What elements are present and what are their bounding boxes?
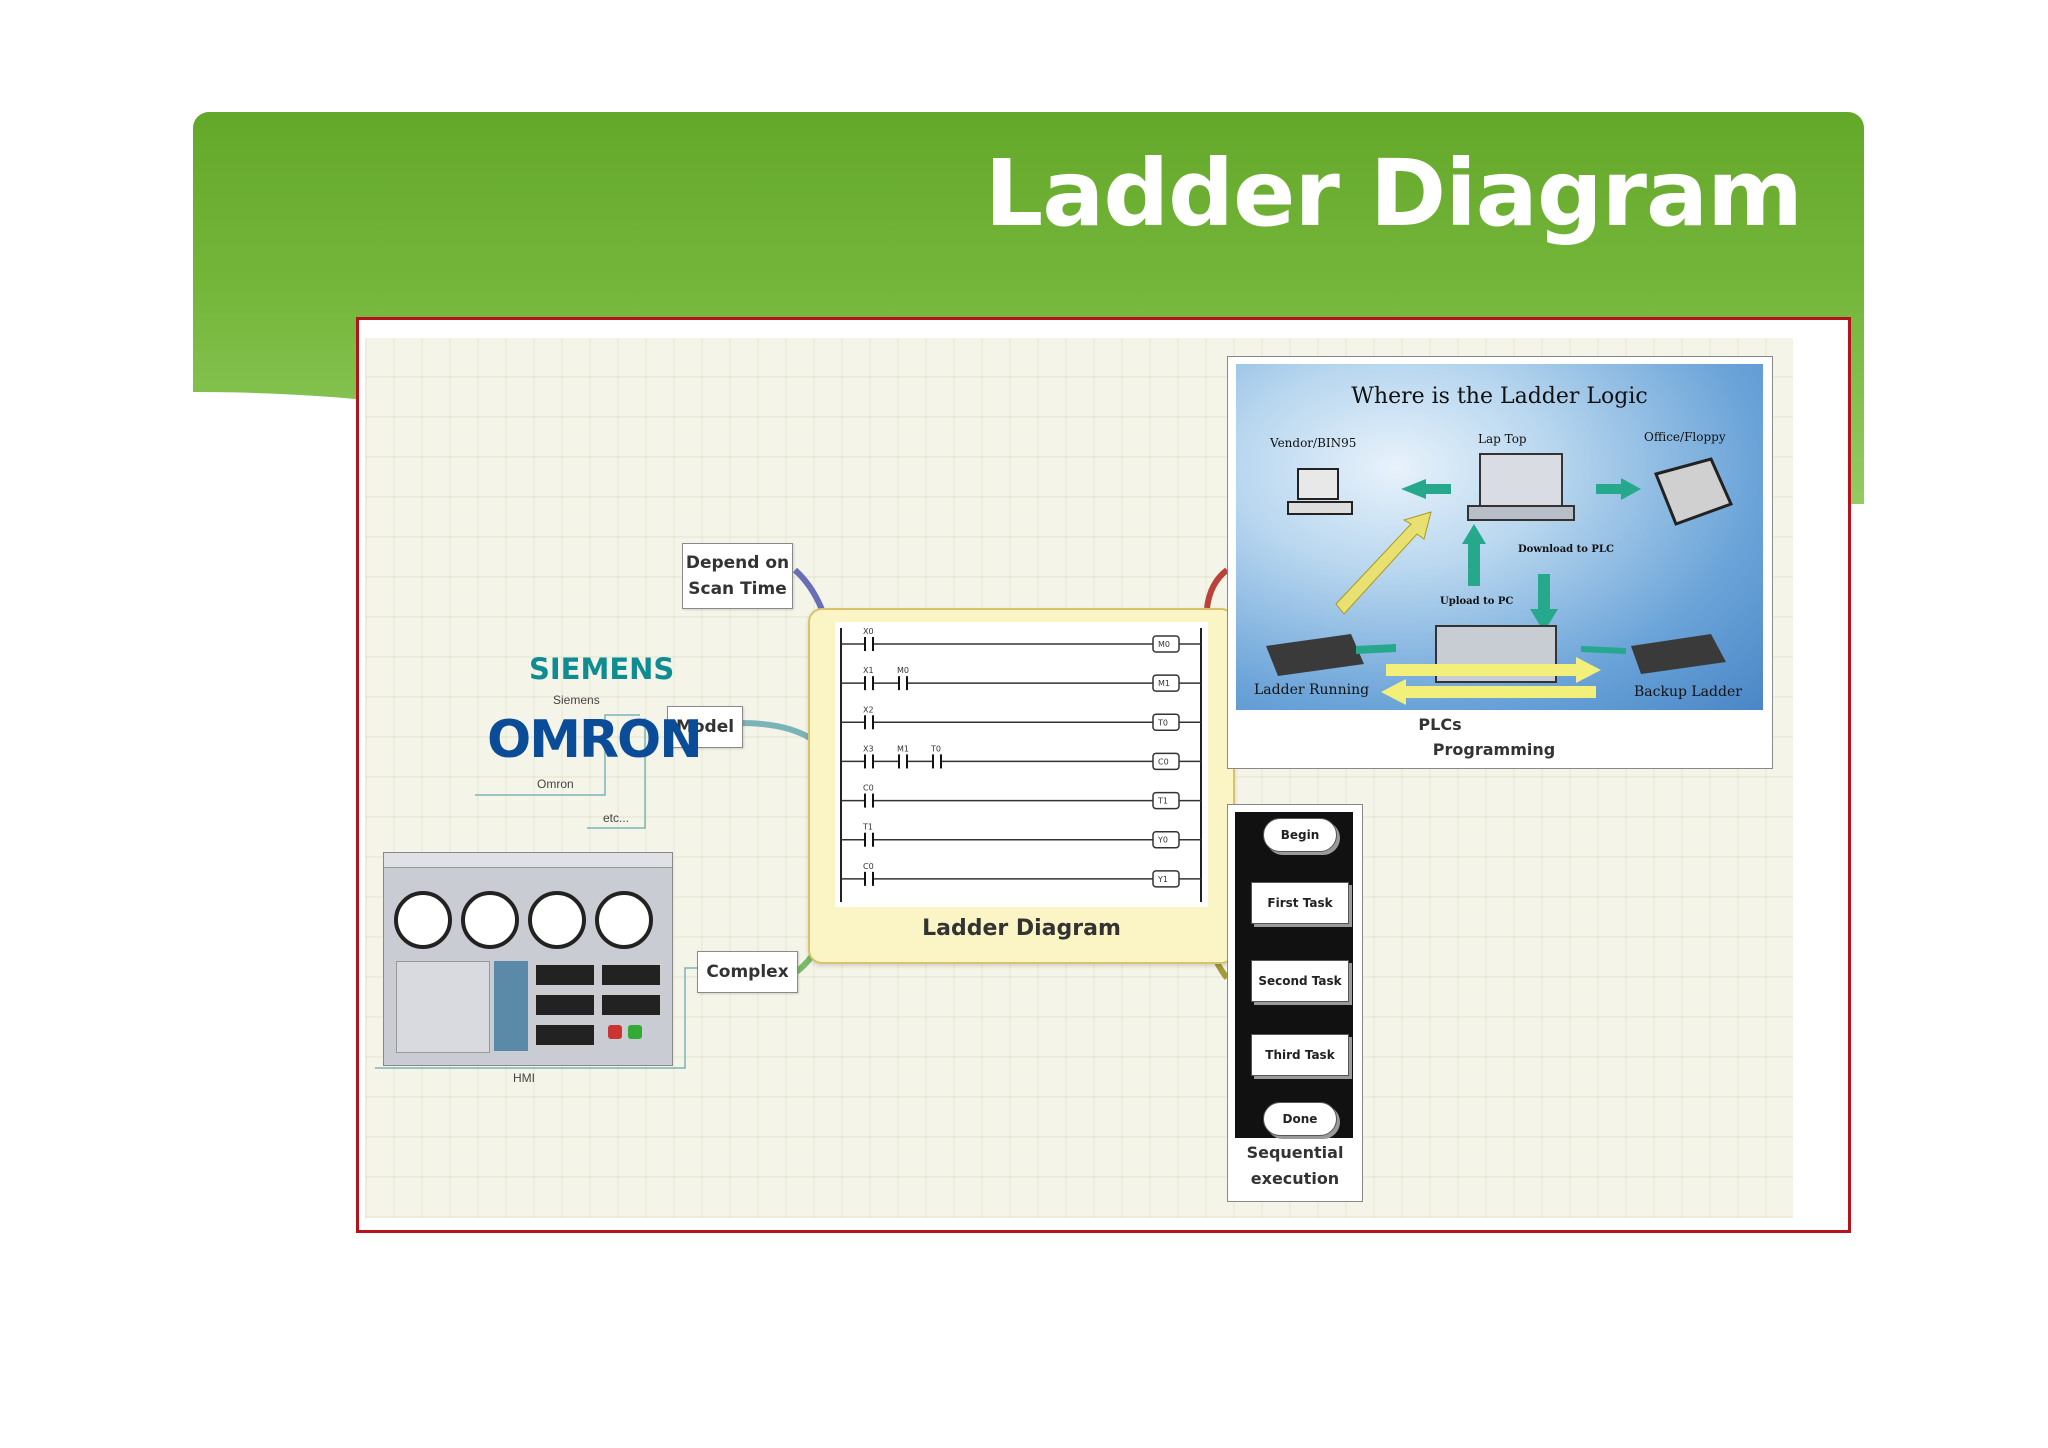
flow-step-third-task: Third Task xyxy=(1251,1034,1349,1076)
contact-label: M1 xyxy=(897,744,909,753)
chip-icon-right xyxy=(1631,634,1726,674)
contact-label: X3 xyxy=(863,744,874,753)
label-upload: Upload to PC xyxy=(1440,596,1514,607)
coil-symbol xyxy=(1152,870,1180,888)
sequential-caption-line1: Sequential xyxy=(1246,1143,1344,1162)
flow-step-begin: Begin xyxy=(1263,818,1337,852)
arrow-down xyxy=(1530,574,1558,632)
branch-depend-on-scan-time: Depend on Scan Time xyxy=(682,543,793,609)
ladder-diagram-label: Ladder Diagram xyxy=(922,916,1121,941)
label-office: Office/Floppy xyxy=(1644,430,1726,444)
arrow-diagonal xyxy=(1335,511,1432,615)
arrow-load xyxy=(1381,679,1596,705)
coil-label: Y0 xyxy=(1157,836,1168,845)
arrow-save xyxy=(1386,657,1601,683)
omron-logo: OMRON xyxy=(487,710,703,770)
arrow-up xyxy=(1462,524,1486,586)
connector-etc xyxy=(587,718,646,829)
contact-label: X0 xyxy=(863,627,874,636)
ladder-logic-illustration: Where is the Ladder Logic Vendor/BIN95 L… xyxy=(1236,364,1763,710)
illustration-graphics xyxy=(1266,453,1734,705)
branch-depend-line1: Depend on xyxy=(685,553,790,573)
arrow-right xyxy=(1596,478,1641,500)
chip-icon-left xyxy=(1266,634,1364,676)
computer-icon xyxy=(1297,468,1339,500)
connector-plcs xyxy=(1204,567,1229,609)
diagram-frame: Depend on Scan Time Model Complex SIEMEN… xyxy=(356,317,1851,1233)
contact-label: M0 xyxy=(897,666,909,675)
contact-label: T0 xyxy=(930,744,941,753)
coil-symbol xyxy=(1152,635,1180,653)
hmi-caption: HMI xyxy=(513,1071,535,1085)
coil-symbol xyxy=(1152,674,1180,692)
flowchart-image: Begin First Task Second Task Third Task … xyxy=(1235,812,1353,1138)
label-vendor: Vendor/BIN95 xyxy=(1270,436,1357,450)
label-download: Download to PLC xyxy=(1518,544,1614,555)
slide-title: Ladder Diagram xyxy=(984,140,1803,247)
sequential-caption-line2: execution xyxy=(1250,1169,1340,1188)
etc-caption: etc... xyxy=(603,811,630,825)
coil-label: T0 xyxy=(1157,718,1168,727)
connector-model xyxy=(739,720,812,741)
contact-label: X1 xyxy=(863,666,874,675)
coil-symbol xyxy=(1152,713,1180,732)
siemens-caption: Siemens xyxy=(553,693,600,707)
arrow-left xyxy=(1401,479,1451,499)
contact-label: C0 xyxy=(863,862,874,871)
flow-step-second-task: Second Task xyxy=(1251,960,1349,1002)
coil-symbol xyxy=(1152,752,1180,771)
label-ladder-running: Ladder Running xyxy=(1254,682,1370,698)
coil-label: C0 xyxy=(1158,757,1169,766)
plcs-caption-line1: PLCs xyxy=(1418,715,1462,734)
coil-label: M1 xyxy=(1158,679,1170,688)
branch-model: Model xyxy=(667,706,743,748)
hmi-gauge xyxy=(595,891,653,949)
connector-hmi xyxy=(375,967,697,1069)
hmi-gauge xyxy=(461,891,519,949)
siemens-logo: SIEMENS xyxy=(529,652,675,686)
contact-label: C0 xyxy=(863,784,874,793)
contact-label: X2 xyxy=(863,705,874,714)
coil-label: T1 xyxy=(1157,797,1168,806)
coil-label: M0 xyxy=(1158,640,1170,649)
coil-symbol xyxy=(1152,791,1180,810)
mindmap-canvas: Depend on Scan Time Model Complex SIEMEN… xyxy=(365,338,1793,1218)
hmi-gauge xyxy=(528,891,586,949)
contact-label: T1 xyxy=(862,823,873,832)
plcs-caption-line2: Programming xyxy=(1432,740,1556,759)
laptop-icon xyxy=(1479,453,1563,507)
hmi-screenshot xyxy=(383,852,673,1066)
flow-step-done: Done xyxy=(1263,1102,1337,1136)
plcs-programming-node: Where is the Ladder Logic Vendor/BIN95 L… xyxy=(1227,356,1773,769)
coil-symbol xyxy=(1152,830,1180,849)
omron-caption: Omron xyxy=(537,777,574,791)
hmi-gauge xyxy=(394,891,452,949)
label-laptop: Lap Top xyxy=(1478,432,1527,446)
coil-label: Y1 xyxy=(1157,875,1168,884)
sequential-execution-node: Begin First Task Second Task Third Task … xyxy=(1227,804,1363,1202)
illustration-title: Where is the Ladder Logic xyxy=(1351,384,1648,409)
connector-model-list xyxy=(475,714,640,796)
branch-complex: Complex xyxy=(697,951,798,993)
flow-step-first-task: First Task xyxy=(1251,882,1349,924)
floppy-icon xyxy=(1653,457,1734,526)
label-backup-ladder: Backup Ladder xyxy=(1634,684,1742,700)
branch-depend-line2: Scan Time xyxy=(688,579,787,599)
